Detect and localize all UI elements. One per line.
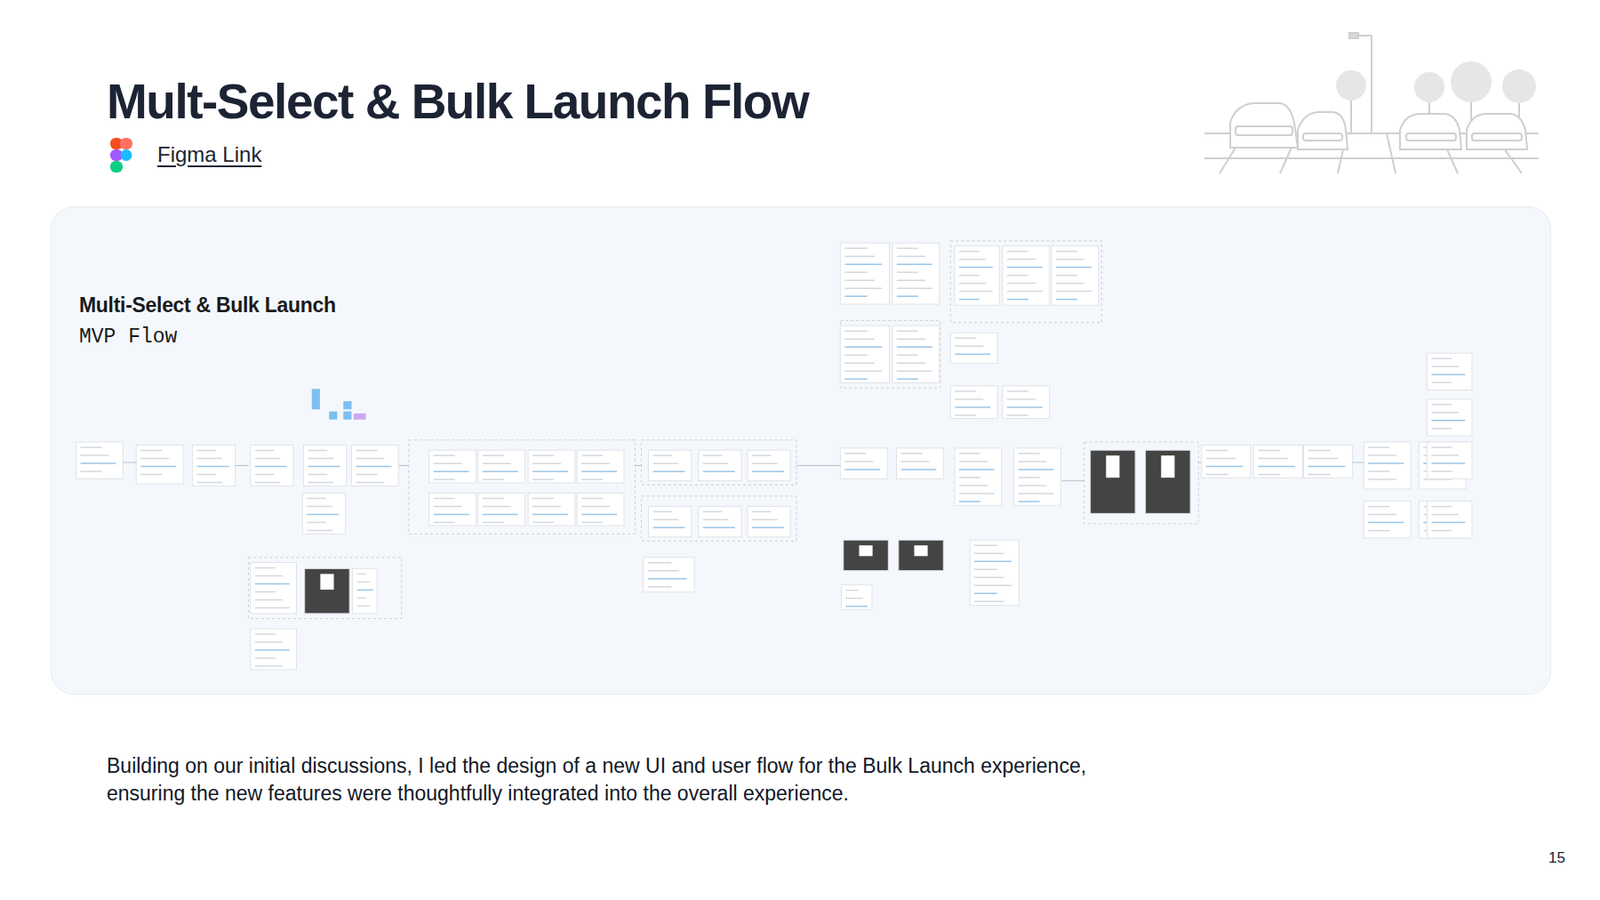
screen-thumbnail bbox=[648, 449, 692, 480]
screen-thumbnail bbox=[898, 539, 944, 570]
screen-thumbnail bbox=[1253, 444, 1303, 478]
screen-thumbnail bbox=[840, 448, 888, 479]
screen-thumbnail bbox=[250, 444, 294, 486]
slide-title: Mult-Select & Bulk Launch Flow bbox=[106, 72, 808, 130]
board-connector bbox=[398, 464, 408, 466]
flow-board-panel: Multi-Select & Bulk LaunchMVP Flow bbox=[50, 206, 1552, 695]
board-connector bbox=[635, 464, 642, 466]
sticky-note bbox=[343, 411, 352, 420]
caption: Building on our initial discussions, I l… bbox=[106, 752, 1138, 808]
screen-thumbnail bbox=[1002, 246, 1050, 306]
screen-thumbnail bbox=[747, 505, 791, 536]
screen-thumbnail bbox=[954, 246, 1000, 306]
frame-group bbox=[408, 440, 636, 535]
board-subheading: MVP Flow bbox=[79, 325, 177, 349]
board-connector bbox=[1198, 461, 1201, 463]
screen-thumbnail bbox=[1426, 441, 1472, 479]
board-connector bbox=[122, 461, 136, 463]
screen-thumbnail bbox=[698, 505, 742, 536]
screen-thumbnail bbox=[1002, 385, 1050, 419]
frame-group bbox=[1084, 441, 1200, 524]
screen-thumbnail bbox=[76, 441, 124, 479]
screen-thumbnail bbox=[352, 568, 378, 614]
screen-thumbnail bbox=[352, 444, 400, 486]
screen-thumbnail bbox=[478, 492, 526, 526]
frame-group bbox=[840, 320, 941, 388]
screen-thumbnail bbox=[1051, 246, 1099, 306]
frame-group bbox=[950, 240, 1102, 323]
screen-thumbnail bbox=[843, 539, 889, 570]
screen-thumbnail bbox=[950, 332, 998, 363]
screen-thumbnail bbox=[1363, 501, 1411, 538]
screen-thumbnail bbox=[1363, 441, 1411, 489]
screen-thumbnail bbox=[192, 444, 235, 486]
sticky-note bbox=[353, 413, 367, 420]
screen-thumbnail bbox=[250, 628, 297, 670]
sticky-note bbox=[343, 400, 352, 409]
screen-thumbnail bbox=[136, 444, 184, 484]
screen-thumbnail bbox=[1201, 444, 1251, 478]
screen-thumbnail bbox=[969, 539, 1019, 605]
screen-thumbnail bbox=[643, 557, 695, 592]
board-connector bbox=[1352, 461, 1365, 463]
screen-thumbnail bbox=[1090, 449, 1136, 513]
screen-thumbnail bbox=[302, 492, 345, 534]
screen-thumbnail bbox=[478, 449, 526, 483]
screen-thumbnail bbox=[429, 449, 477, 483]
parking-illustration bbox=[1204, 32, 1539, 174]
screen-thumbnail bbox=[1426, 399, 1472, 436]
screen-thumbnail bbox=[896, 448, 944, 479]
board-connector bbox=[235, 464, 249, 466]
link-text: Figma Link bbox=[157, 142, 262, 168]
screen-thumbnail bbox=[841, 584, 872, 610]
screen-thumbnail bbox=[429, 492, 477, 526]
screen-thumbnail bbox=[892, 242, 940, 304]
screen-thumbnail bbox=[1426, 501, 1472, 538]
screen-thumbnail bbox=[1014, 448, 1062, 505]
frame-group bbox=[248, 557, 402, 619]
screen-thumbnail bbox=[892, 325, 940, 383]
screen-thumbnail bbox=[747, 449, 791, 480]
board-thumbnails bbox=[51, 207, 1551, 694]
figma-logo bbox=[110, 137, 133, 173]
screen-thumbnail bbox=[528, 492, 576, 526]
sticky-note bbox=[328, 411, 337, 420]
screen-thumbnail bbox=[528, 449, 576, 483]
screen-thumbnail bbox=[304, 444, 347, 486]
board-connector bbox=[796, 464, 840, 466]
board-connector bbox=[1061, 480, 1084, 481]
screen-thumbnail bbox=[576, 492, 624, 526]
screen-thumbnail bbox=[1426, 352, 1472, 390]
screen-thumbnail bbox=[304, 568, 351, 614]
screen-thumbnail bbox=[840, 242, 889, 304]
screen-thumbnail bbox=[698, 449, 742, 480]
sticky-note bbox=[312, 388, 320, 409]
screen-thumbnail bbox=[1304, 444, 1353, 478]
screen-thumbnail bbox=[576, 449, 624, 483]
page-number: 15 bbox=[1548, 848, 1566, 867]
screen-thumbnail bbox=[1145, 449, 1192, 513]
screen-thumbnail bbox=[954, 448, 1002, 505]
frame-group bbox=[641, 440, 797, 486]
screen-thumbnail bbox=[950, 385, 998, 419]
screen-thumbnail bbox=[840, 325, 889, 383]
screen-thumbnail bbox=[250, 561, 297, 613]
screen-thumbnail bbox=[648, 505, 692, 536]
frame-group bbox=[641, 496, 797, 542]
board-heading: Multi-Select & Bulk Launch bbox=[79, 293, 336, 318]
